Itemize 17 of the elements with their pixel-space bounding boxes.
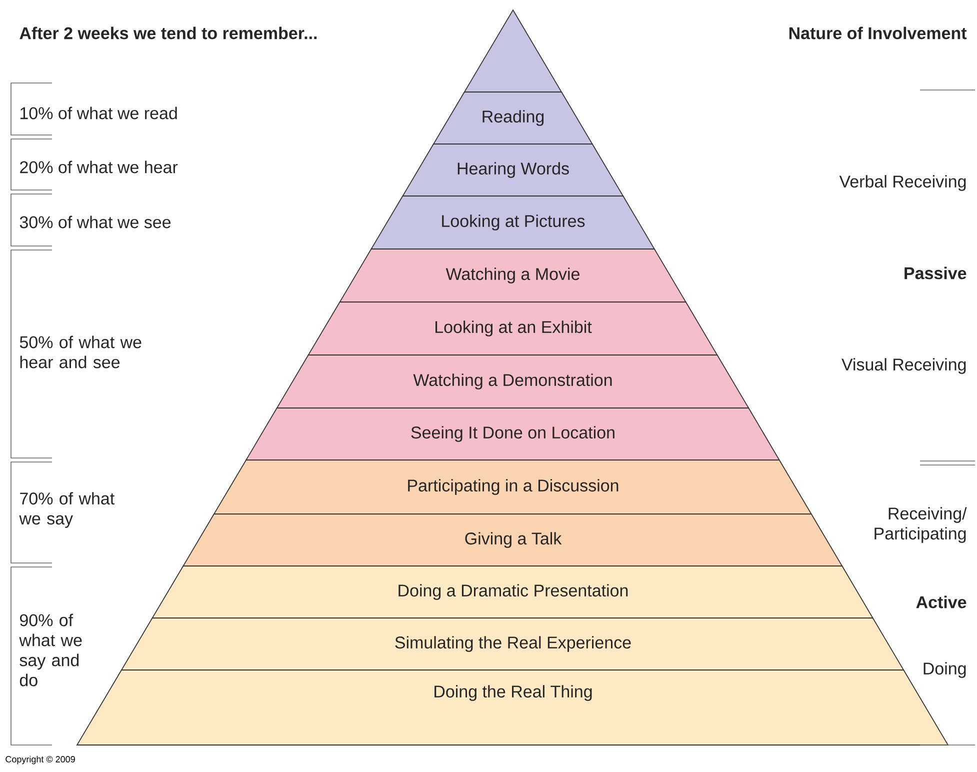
bracket-label: 50% of what we hear and see xyxy=(20,336,142,368)
heading: Nature of Involvement xyxy=(789,26,967,40)
pyramid-band: Watching a Demonstration xyxy=(276,354,750,408)
involvement-label: Receiving/ Participating xyxy=(874,507,967,543)
involvement-label: Visual Receiving xyxy=(842,358,966,374)
involvement-label: Verbal Receiving xyxy=(839,175,966,191)
bracket-label: 20% of what we hear xyxy=(20,160,178,174)
bracket-label: 10% of what we read xyxy=(20,106,177,120)
involvement-label: Passive xyxy=(904,266,966,280)
involvement-label: Active xyxy=(916,596,966,608)
bracket-label: 30% of what we see xyxy=(20,216,171,228)
pyramid-band: Watching a Movie xyxy=(339,248,687,302)
pyramid-band: Doing a Dramatic Presentation xyxy=(152,566,874,618)
heading: After 2 weeks we tend to remember... xyxy=(20,26,317,40)
bracket-label: 70% of what we say xyxy=(19,492,114,528)
pyramid-band: Looking at an Exhibit xyxy=(308,302,718,356)
caption: Copyright © 2009 xyxy=(6,756,75,764)
